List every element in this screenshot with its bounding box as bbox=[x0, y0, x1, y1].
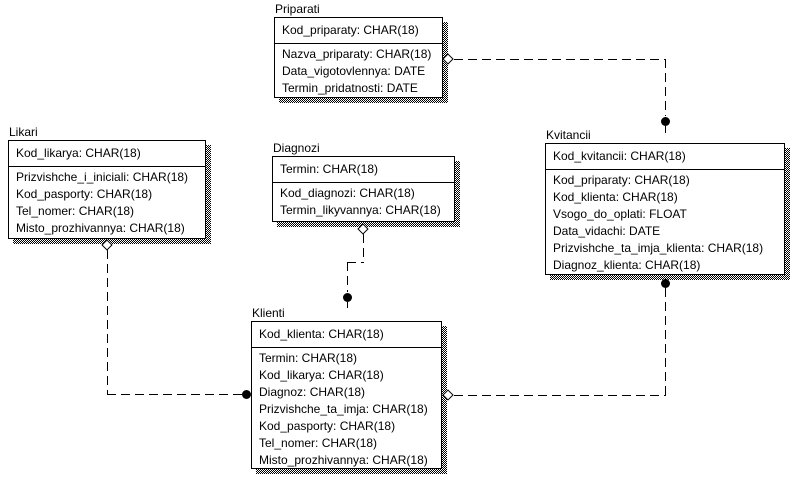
relationship-line-segment[interactable] bbox=[665, 126, 666, 133]
entity-diagnozi: Diagnozi Termin: CHAR(18) Kod_diagnozi: … bbox=[272, 141, 460, 227]
dot-connector[interactable] bbox=[661, 279, 670, 288]
entity-field: Nazva_priparaty: CHAR(18) bbox=[282, 47, 432, 61]
entity-field: Diagnoz: CHAR(18) bbox=[259, 385, 366, 399]
relationship-line-segment[interactable] bbox=[454, 395, 666, 396]
entity-field: Vsogo_do_oplati: FLOAT bbox=[553, 207, 687, 221]
entity-pk-field: Kod_klienta: CHAR(18) bbox=[252, 322, 441, 348]
entity-field-list: Prizvishche_i_iniciali: CHAR(18) Kod_pasp… bbox=[9, 167, 205, 237]
entity-field: Kod_klienta: CHAR(18) bbox=[553, 190, 678, 204]
entity-pk-field: Kod_likarya: CHAR(18) bbox=[9, 141, 205, 167]
entity-field: Tel_nomer: CHAR(18) bbox=[16, 204, 135, 218]
entity-field-list: Termin: CHAR(18) Kod_likarya: CHAR(18) Dia… bbox=[252, 348, 441, 468]
entity-field: Kod_priparaty: CHAR(18) bbox=[553, 173, 690, 187]
entity-box[interactable]: Termin: CHAR(18) Kod_diagnozi: CHAR(18) T… bbox=[272, 156, 455, 222]
entity-klienti: Klienti Kod_klienta: CHAR(18) Termin: CH… bbox=[251, 306, 447, 474]
relationship-line-segment[interactable] bbox=[347, 262, 364, 263]
entity-field: Misto_prozhivannya: CHAR(18) bbox=[259, 453, 428, 467]
entity-field: Diagnoz_klienta: CHAR(18) bbox=[553, 258, 701, 272]
entity-field-list: Kod_diagnozi: CHAR(18) Termin_likyvannya:… bbox=[273, 183, 454, 219]
entity-field: Termin_pridatnosti: DATE bbox=[282, 81, 418, 95]
dot-connector[interactable] bbox=[242, 390, 251, 399]
entity-title: Diagnozi bbox=[273, 141, 320, 155]
relationship-line-segment[interactable] bbox=[454, 59, 666, 60]
entity-kvitancii: Kvitancii Kod_kvitancii: CHAR(18) Kod_pr… bbox=[545, 128, 790, 280]
relationship-line-segment[interactable] bbox=[107, 250, 108, 394]
entity-likari: Likari Kod_likarya: CHAR(18) Prizvishche… bbox=[8, 125, 211, 244]
entity-box[interactable]: Kod_priparaty: CHAR(18) Nazva_priparaty:… bbox=[274, 17, 443, 98]
entity-box[interactable]: Kod_klienta: CHAR(18) Termin: CHAR(18) Ko… bbox=[251, 321, 442, 469]
relationship-line-segment[interactable] bbox=[347, 262, 348, 292]
entity-field: Termin_likyvannya: CHAR(18) bbox=[280, 203, 441, 217]
relationship-line-segment[interactable] bbox=[363, 234, 364, 262]
dot-connector[interactable] bbox=[661, 117, 670, 126]
relationship-line-segment[interactable] bbox=[665, 288, 666, 395]
entity-field: Kod_pasporty: CHAR(18) bbox=[16, 187, 153, 201]
entity-field: Data_vidachi: DATE bbox=[553, 224, 661, 238]
entity-field: Prizvishche_ta_imja: CHAR(18) bbox=[259, 402, 428, 416]
entity-box[interactable]: Kod_kvitancii: CHAR(18) Kod_priparaty: C… bbox=[545, 143, 785, 275]
relationship-line-segment[interactable] bbox=[665, 59, 666, 116]
entity-field: Misto_prozhivannya: CHAR(18) bbox=[16, 221, 185, 235]
entity-field: Kod_likarya: CHAR(18) bbox=[259, 368, 384, 382]
entity-field-list: Nazva_priparaty: CHAR(18) Data_vigotovlen… bbox=[275, 44, 442, 97]
entity-field: Termin: CHAR(18) bbox=[259, 351, 358, 365]
entity-field: Data_vigotovlennya: DATE bbox=[282, 64, 426, 78]
entity-field-list: Kod_priparaty: CHAR(18) Kod_klienta: CHAR… bbox=[546, 170, 784, 274]
entity-field: Kod_diagnozi: CHAR(18) bbox=[280, 186, 415, 200]
entity-title: Likari bbox=[9, 125, 38, 139]
entity-title: Priparati bbox=[275, 2, 320, 16]
dot-connector[interactable] bbox=[343, 293, 352, 302]
entity-field: Kod_pasporty: CHAR(18) bbox=[259, 419, 396, 433]
entity-field: Prizvishche_i_iniciali: CHAR(18) bbox=[16, 170, 189, 184]
relationship-line-segment[interactable] bbox=[347, 302, 348, 308]
entity-pk-field: Kod_priparaty: CHAR(18) bbox=[275, 18, 442, 44]
entity-priparati: Priparati Kod_priparaty: CHAR(18) Nazva_… bbox=[274, 2, 448, 103]
entity-pk-field: Kod_kvitancii: CHAR(18) bbox=[546, 144, 784, 170]
entity-pk-field: Termin: CHAR(18) bbox=[273, 157, 454, 183]
entity-box[interactable]: Kod_likarya: CHAR(18) Prizvishche_i_inic… bbox=[8, 140, 206, 239]
entity-title: Kvitancii bbox=[546, 128, 591, 142]
entity-title: Klienti bbox=[252, 306, 285, 320]
entity-field: Prizvishche_ta_imja_klienta: CHAR(18) bbox=[553, 241, 764, 255]
entity-field: Tel_nomer: CHAR(18) bbox=[259, 436, 378, 450]
relationship-line-segment[interactable] bbox=[107, 394, 242, 395]
